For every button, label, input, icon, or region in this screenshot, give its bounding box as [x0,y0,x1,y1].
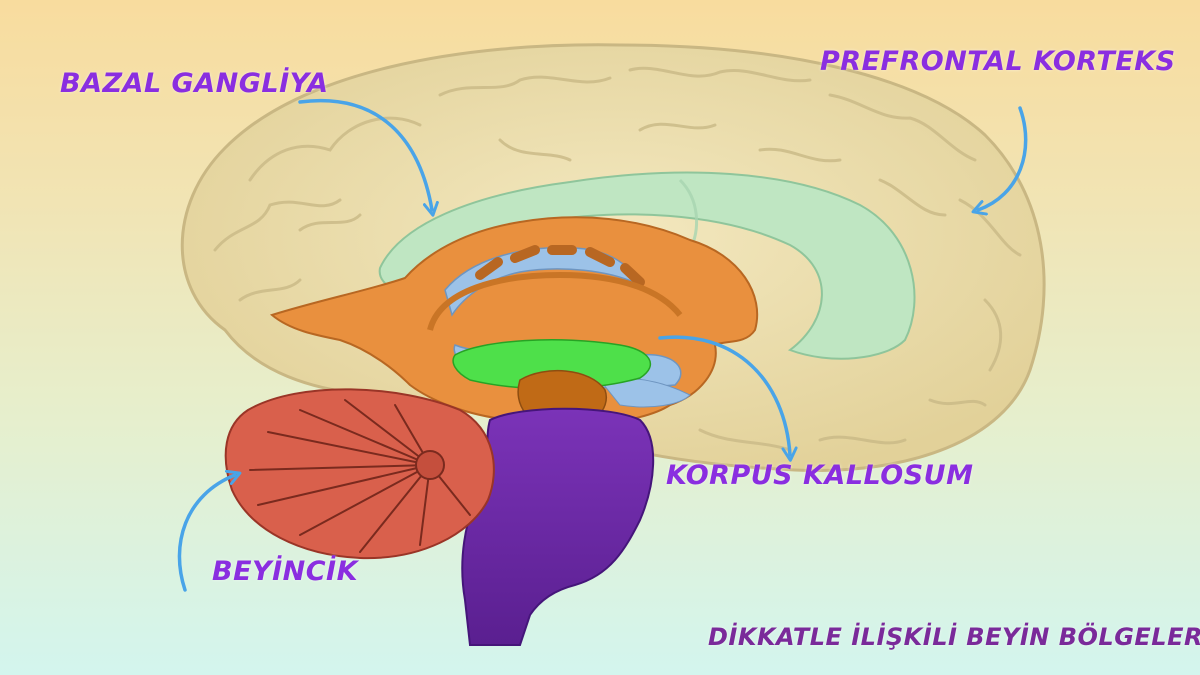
label-prefrontal-korteks: PREFRONTAL KORTEKS [820,46,1176,77]
arrow-beyincik [177,475,235,592]
label-beyincik: BEYİNCİK [212,556,359,587]
label-bazal-gangliya: BAZAL GANGLİYA [60,68,329,99]
arrow-korpus-kallosum [658,335,790,455]
cerebellum [224,388,495,560]
cortex-gyri [213,66,1022,452]
brainstem [461,407,655,646]
thalamus [452,339,652,390]
arrow-bazal-gangliya [298,99,432,210]
label-korpus-kallosum: KORPUS KALLOSUM [666,460,974,491]
cerebellum-folia [249,399,471,553]
caudate-stripes [475,245,645,287]
arrow-prefrontal-korteks [978,106,1028,210]
caption: DİKKATLE İLİŞKİLİ BEYİN BÖLGELERİ [708,623,1200,651]
